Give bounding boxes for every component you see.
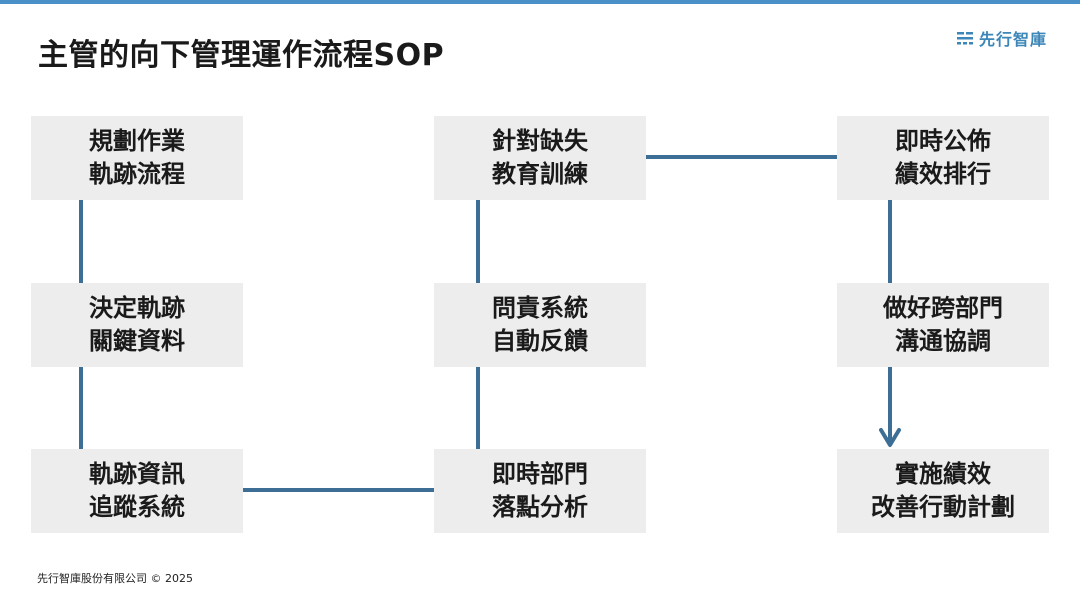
node-text-line2: 追蹤系統 [89, 493, 185, 521]
logo-text: 先行智庫 [979, 30, 1048, 49]
footer-copyright: 先行智庫股份有限公司 © 2025 [37, 572, 193, 585]
node-text-line1: 針對缺失 [492, 127, 588, 155]
brand-logo: 先行智庫 [956, 27, 1047, 49]
node-improvement-plan: 實施績效 改善行動計劃 [837, 449, 1049, 533]
node-text-line1: 即時部門 [492, 460, 588, 488]
node-tracking-system: 軌跡資訊 追蹤系統 [31, 449, 243, 533]
node-cross-department: 做好跨部門 溝通協調 [837, 283, 1049, 367]
node-text-line2: 自動反饋 [492, 327, 588, 355]
node-training: 針對缺失 教育訓練 [434, 116, 646, 200]
node-plan-trajectory: 規劃作業 軌跡流程 [31, 116, 243, 200]
top-accent-bar [0, 0, 1080, 4]
node-text-line2: 軌跡流程 [89, 160, 185, 188]
node-text-line2: 教育訓練 [492, 160, 588, 188]
node-text-line1: 規劃作業 [89, 127, 185, 155]
node-department-analysis: 即時部門 落點分析 [434, 449, 646, 533]
node-text-line1: 做好跨部門 [883, 294, 1003, 322]
node-text-line1: 問責系統 [492, 294, 588, 322]
node-accountability-feedback: 問責系統 自動反饋 [434, 283, 646, 367]
node-decide-key-data: 決定軌跡 關鍵資料 [31, 283, 243, 367]
node-text-line1: 決定軌跡 [89, 294, 185, 322]
node-text-line2: 關鍵資料 [89, 327, 185, 355]
node-text-line1: 軌跡資訊 [89, 460, 185, 488]
node-text-line2: 溝通協調 [895, 327, 991, 355]
node-text-line2: 改善行動計劃 [871, 493, 1015, 521]
node-text-line1: 即時公佈 [895, 127, 991, 155]
node-text-line1: 實施績效 [895, 460, 991, 488]
logo-mark-icon [957, 32, 973, 45]
node-text-line2: 落點分析 [492, 493, 588, 521]
page-title: 主管的向下管理運作流程SOP [38, 38, 445, 73]
node-performance-ranking: 即時公佈 績效排行 [837, 116, 1049, 200]
node-text-line2: 績效排行 [895, 160, 991, 188]
arrow-head-icon [879, 428, 901, 447]
